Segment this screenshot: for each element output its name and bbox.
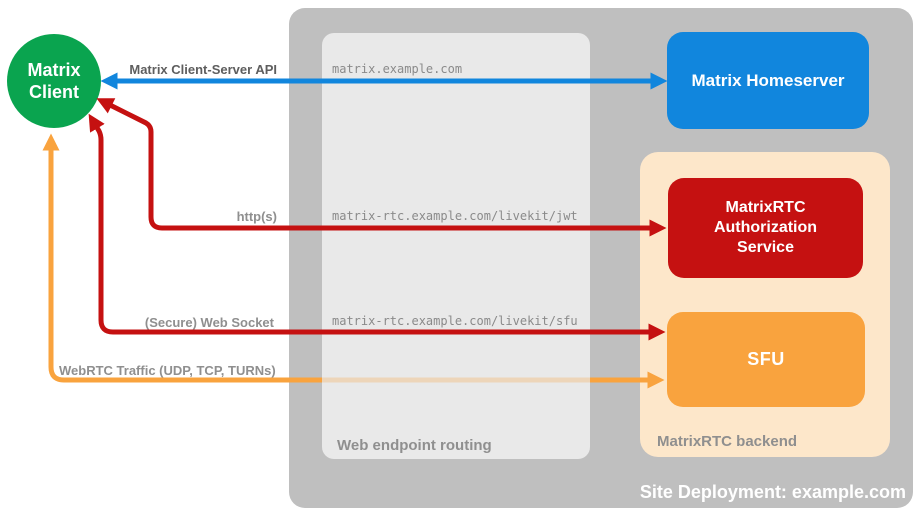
websocket-arrow-label: (Secure) Web Socket [144, 315, 274, 330]
client-server-api-arrow-label: Matrix Client-Server API [129, 62, 277, 77]
matrixrtc-backend-label: MatrixRTC backend [657, 433, 798, 450]
site-deployment-label: Site Deployment: example.com [639, 482, 906, 502]
matrix-homeserver-node: Matrix Homeserver [667, 32, 869, 129]
https-arrow-label: http(s) [236, 209, 277, 224]
webrtc-arrow-label: WebRTC Traffic (UDP, TCP, TURNs) [59, 363, 276, 378]
homeserver-domain-label: matrix.example.com [332, 62, 463, 76]
web-endpoint-routing-label: Web endpoint routing [337, 437, 492, 454]
matrixrtc-auth-service-node: MatrixRTC Authorization Service [668, 178, 863, 278]
matrix-homeserver-label: Matrix Homeserver [691, 70, 845, 90]
web-endpoint-routing-region [322, 33, 590, 459]
jwt-endpoint-label: matrix-rtc.example.com/livekit/jwt [332, 209, 578, 223]
sfu-node: SFU [667, 312, 865, 407]
sfu-label: SFU [747, 349, 785, 369]
webrtc-traffic-arrow-left [42, 133, 322, 383]
matrix-client-label: Matrix Client [27, 60, 81, 102]
sfu-endpoint-label: matrix-rtc.example.com/livekit/sfu [332, 314, 578, 328]
matrixrtc-auth-service-label: MatrixRTC Authorization Service [713, 199, 818, 256]
matrix-client-node: Matrix Client [7, 34, 101, 128]
